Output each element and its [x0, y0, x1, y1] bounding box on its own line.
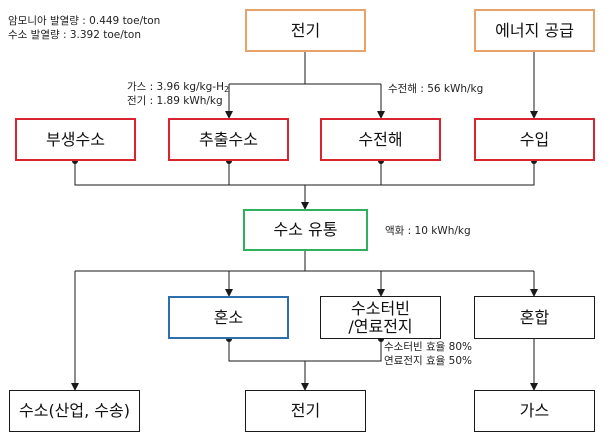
node-energy-supply: 에너지 공급: [474, 9, 595, 52]
note-liquefaction: 액화 : 10 kWh/kg: [385, 225, 471, 237]
node-label: 수입: [519, 129, 550, 149]
node-label: 혼합: [519, 307, 550, 327]
node-extracted-hydrogen: 추출수소: [168, 118, 289, 161]
node-label: 수소 유통: [273, 220, 338, 239]
node-label: 전기: [290, 20, 321, 40]
node-electrolysis: 수전해: [320, 118, 441, 161]
node-label-line1: 수소터빈: [351, 298, 410, 318]
node-label: 수전해: [358, 129, 403, 149]
node-label: 전기: [290, 401, 321, 420]
node-label: 혼소: [213, 307, 244, 327]
note-electrolysis-input: 수전해 : 56 kWh/kg: [388, 83, 484, 95]
node-distribution: 수소 유통: [243, 209, 368, 251]
note-electric-input: 전기 : 1.89 kWh/kg: [127, 95, 223, 107]
node-electricity-bottom: 전기: [245, 390, 366, 432]
node-hydrogen-use: 수소(산업, 수송): [9, 390, 140, 432]
node-label-line2: /연료전지: [348, 316, 413, 336]
node-label: 에너지 공급: [495, 20, 574, 40]
node-label: 수소(산업, 수송): [19, 401, 130, 420]
line-producer-merge: [74, 161, 535, 186]
note-gas-text: 가스 : 3.96 kg/kg-H: [127, 81, 224, 93]
node-electricity-top: 전기: [245, 9, 366, 52]
node-label: 부생수소: [46, 129, 105, 149]
line-power-merge: [228, 339, 382, 362]
note-gas-subscript: 2: [223, 85, 230, 94]
node-import: 수입: [474, 118, 595, 161]
node-gas: 가스: [474, 390, 595, 432]
note-ammonia-heat: 암모니아 발열량 : 0.449 toe/ton: [8, 15, 161, 27]
node-byproduct-hydrogen: 부생수소: [15, 118, 136, 161]
node-turbine-fuelcell: 수소터빈 /연료전지: [320, 296, 441, 339]
node-blending: 혼합: [474, 296, 595, 339]
note-turbine-efficiency: 수소터빈 효율 80%: [384, 341, 472, 353]
note-fuelcell-efficiency: 연료전지 효율 50%: [384, 355, 472, 367]
node-cofiring: 혼소: [168, 296, 289, 339]
node-label: 추출수소: [199, 129, 258, 149]
note-gas-input: 가스 : 3.96 kg/kg-H2: [127, 81, 229, 94]
node-label: 가스: [519, 401, 550, 420]
note-hydrogen-heat: 수소 발열량 : 3.392 toe/ton: [8, 29, 141, 41]
